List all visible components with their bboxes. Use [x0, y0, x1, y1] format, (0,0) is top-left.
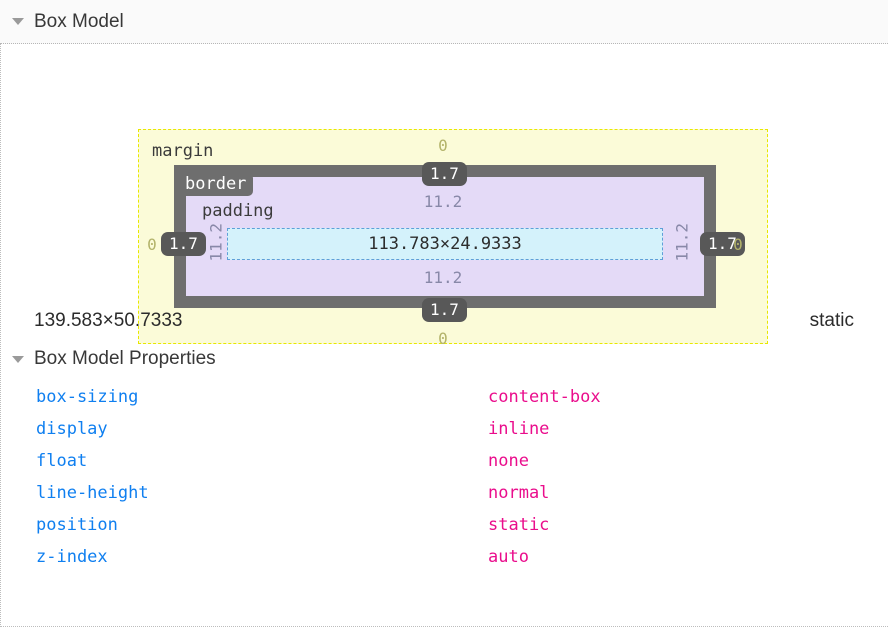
border-right-value[interactable]: 1.7	[700, 232, 745, 256]
property-row[interactable]: z-index auto	[0, 541, 888, 573]
padding-label: padding	[202, 201, 274, 221]
margin-label: margin	[152, 141, 214, 161]
padding-left-value[interactable]: 11.2	[206, 222, 226, 262]
chevron-down-icon[interactable]	[12, 355, 24, 363]
chevron-down-icon[interactable]	[12, 18, 24, 25]
property-name: z-index	[36, 547, 108, 567]
property-value[interactable]: content-box	[488, 387, 601, 407]
border-bottom-value[interactable]: 1.7	[422, 298, 467, 322]
property-name: line-height	[36, 483, 149, 503]
position-label: static	[809, 310, 854, 331]
border-label: border	[178, 173, 254, 196]
box-model-properties-header[interactable]: Box Model Properties	[0, 343, 888, 375]
margin-top-value[interactable]: 0	[438, 136, 448, 155]
property-value[interactable]: auto	[488, 547, 529, 567]
margin-left-value[interactable]: 0	[147, 235, 157, 254]
property-row[interactable]: line-height normal	[0, 477, 888, 509]
property-row[interactable]: float none	[0, 445, 888, 477]
property-name: float	[36, 451, 88, 471]
element-size-label: 139.583×50.7333	[34, 310, 183, 331]
margin-bottom-value[interactable]: 0	[438, 329, 448, 348]
content-size-label: 113.783×24.9333	[368, 234, 522, 254]
property-name: box-sizing	[36, 387, 139, 407]
content-region[interactable]: 113.783×24.9333	[227, 228, 663, 260]
margin-right-value[interactable]: 0	[733, 235, 743, 254]
padding-right-value[interactable]: 11.2	[672, 222, 692, 262]
property-value[interactable]: static	[488, 515, 550, 535]
properties-list: box-sizing content-box display inline float n…	[0, 375, 888, 573]
property-name: display	[36, 419, 108, 439]
property-value[interactable]: normal	[488, 483, 550, 503]
border-top-value[interactable]: 1.7	[422, 162, 467, 186]
border-left-value[interactable]: 1.7	[161, 232, 206, 256]
property-value[interactable]: none	[488, 451, 529, 471]
box-model-section-header[interactable]: Box Model	[0, 0, 888, 44]
left-divider	[0, 44, 1, 627]
property-value[interactable]: inline	[488, 419, 550, 439]
box-model-diagram[interactable]: 113.783×24.9333 margin border padding 0 …	[0, 44, 888, 348]
page-title: Box Model	[34, 10, 124, 32]
box-model-summary: 139.583×50.7333 static	[0, 299, 888, 343]
properties-title: Box Model Properties	[34, 348, 216, 369]
property-row[interactable]: display inline	[0, 413, 888, 445]
property-row[interactable]: position static	[0, 509, 888, 541]
padding-bottom-value[interactable]: 11.2	[423, 268, 463, 287]
property-name: position	[36, 515, 118, 535]
padding-top-value[interactable]: 11.2	[423, 192, 463, 211]
property-row[interactable]: box-sizing content-box	[0, 381, 888, 413]
